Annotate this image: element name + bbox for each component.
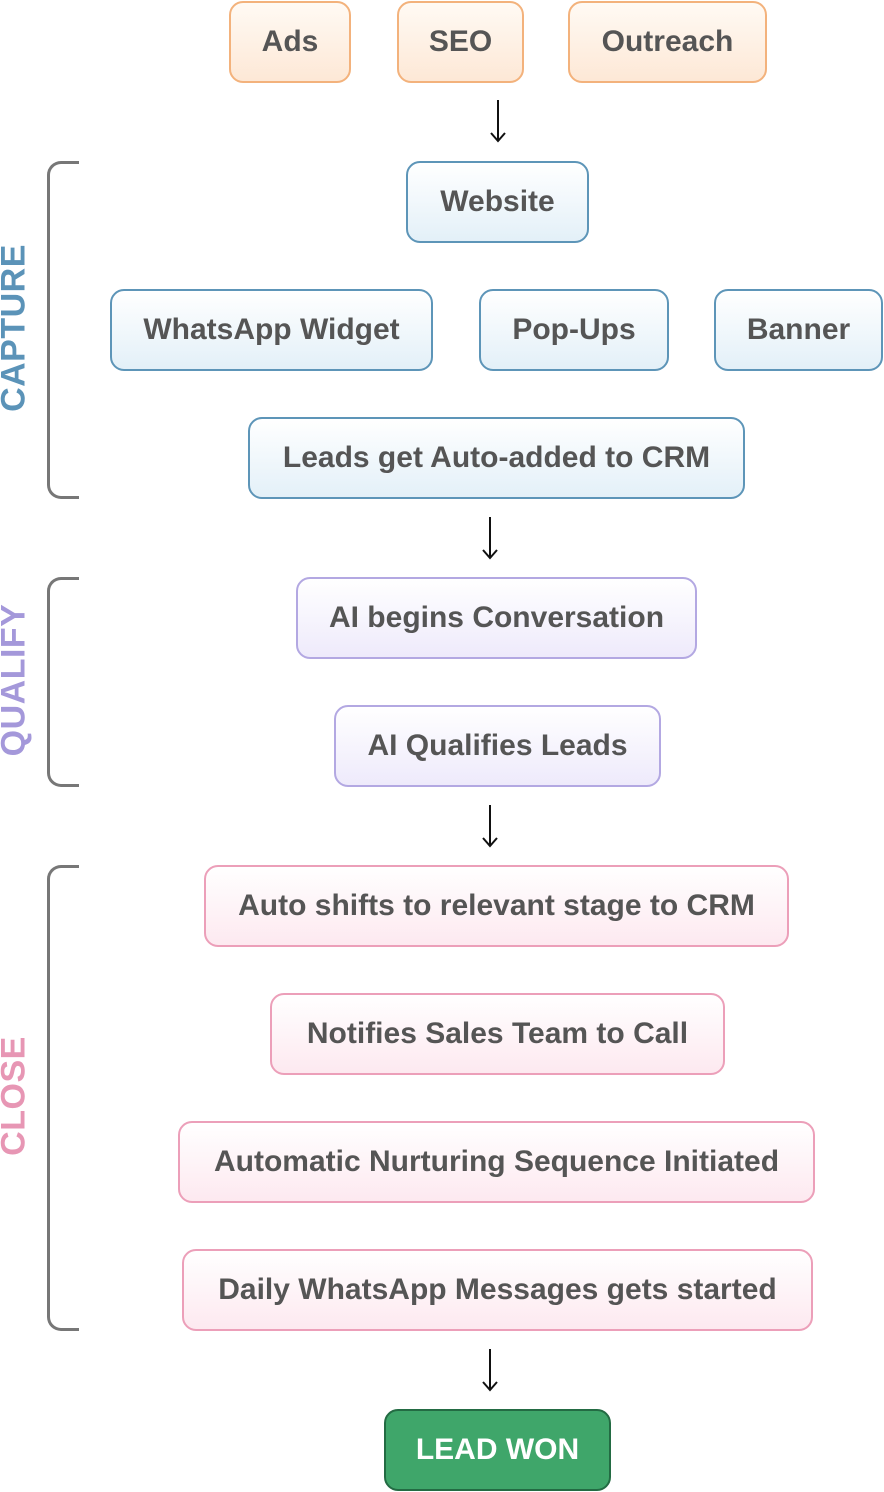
close-step-3: Automatic Nurturing Sequence Initiated <box>178 1121 815 1203</box>
close-bracket <box>47 865 79 1331</box>
channel-banner: Banner <box>714 289 883 371</box>
qualify-step-1: AI begins Conversation <box>296 577 697 659</box>
source-seo: SEO <box>397 1 524 83</box>
channel-whatsapp-widget: WhatsApp Widget <box>110 289 433 371</box>
arrow-down-icon <box>482 517 498 560</box>
qualify-step-2: AI Qualifies Leads <box>334 705 661 787</box>
qualify-label-text: QUALIFY <box>0 603 33 757</box>
channel-pop-ups: Pop-Ups <box>479 289 669 371</box>
close-step-1: Auto shifts to relevant stage to CRM <box>204 865 789 947</box>
arrow-down-icon <box>482 1349 498 1392</box>
lead-won-box: LEAD WON <box>384 1409 611 1491</box>
arrow-down-icon <box>490 100 506 143</box>
website-box: Website <box>406 161 589 243</box>
source-ads: Ads <box>229 1 351 83</box>
source-outreach: Outreach <box>568 1 767 83</box>
close-step-4: Daily WhatsApp Messages gets started <box>182 1249 813 1331</box>
arrow-down-icon <box>482 805 498 848</box>
qualify-bracket <box>47 577 79 787</box>
capture-bracket <box>47 161 79 499</box>
close-label-text: CLOSE <box>0 1036 33 1156</box>
crm-box: Leads get Auto-added to CRM <box>248 417 745 499</box>
capture-label-text: CAPTURE <box>0 244 33 412</box>
close-step-2: Notifies Sales Team to Call <box>270 993 725 1075</box>
